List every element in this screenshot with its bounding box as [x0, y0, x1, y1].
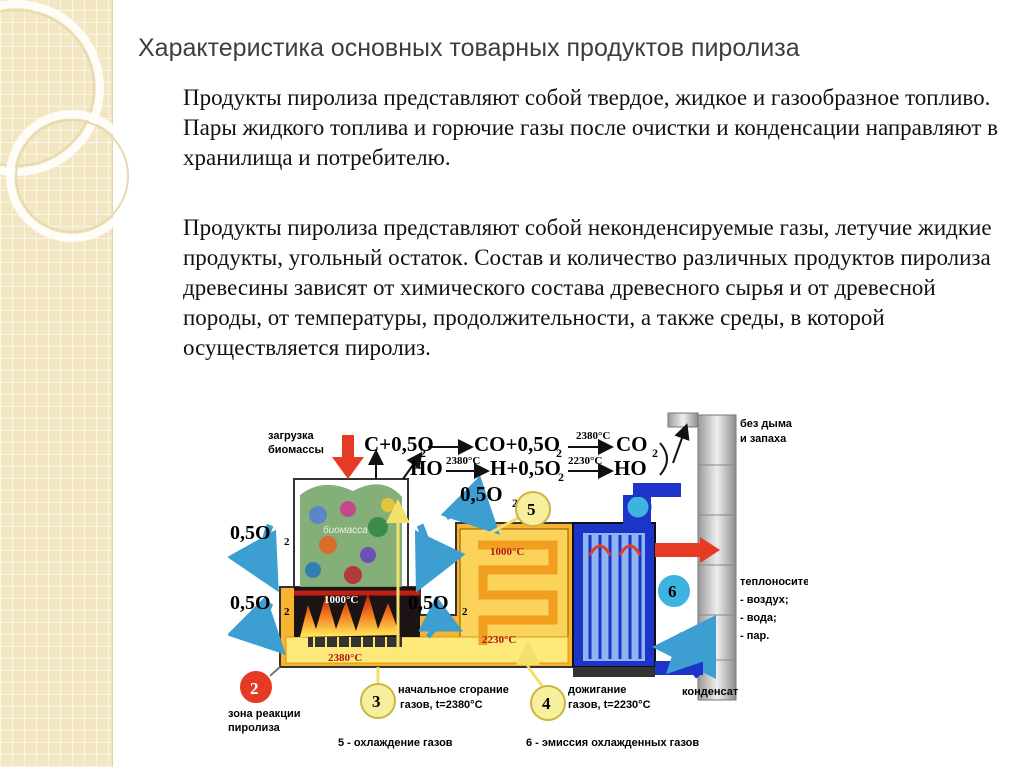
subscript-2: 2 [462, 606, 468, 618]
equation-ho2: HO [614, 456, 647, 480]
air-arrow-left-lower [228, 595, 286, 655]
zone-label: зона реакции [228, 708, 300, 720]
pyrolysis-diagram: биомасса [228, 412, 808, 749]
subscript-2: 2 [420, 446, 426, 460]
svg-text:5: 5 [527, 500, 536, 519]
air-arrow-left-upper [228, 523, 279, 593]
paragraph-2: Продукты пиролиза представляют собой нек… [183, 215, 992, 360]
afterburn-label: дожигание [568, 684, 626, 696]
heat-carrier-air: - воздух; [740, 594, 789, 606]
callout-6: 6 [656, 573, 692, 609]
loading-label-2: биомассы [268, 444, 324, 456]
afterburn-label-2: газов, t=2230°C [568, 699, 651, 711]
temp-label-2380-mid: 2380°C [446, 455, 480, 467]
fuel-hopper: биомасса [293, 478, 420, 647]
callout-2: 2 [238, 666, 281, 705]
equation-co2: CO [616, 432, 648, 456]
exhaust-arrow [672, 423, 690, 464]
oxygen-label-left-lower: 0,5O [230, 592, 271, 614]
heat-exchanger [572, 483, 720, 679]
svg-text:3: 3 [372, 692, 381, 711]
equation-oxygen: 0,5O [460, 482, 503, 506]
slide-title: Характеристика основных товарных продукт… [138, 34, 800, 62]
decorative-rings [0, 0, 130, 242]
initial-burn-label-2: газов, t=2380°C [400, 699, 483, 711]
subscript-2: 2 [556, 446, 562, 460]
no-smoke-label-2: и запаха [740, 433, 787, 445]
subscript-2: 2 [652, 446, 658, 460]
caption-5: 5 - охлаждение газов [338, 737, 453, 749]
temp-label-2230: 2230°C [482, 634, 516, 646]
zone-label-2: пиролиза [228, 722, 281, 734]
loading-label: загрузка [268, 430, 315, 442]
equation-c: C+0,5O [364, 432, 434, 456]
air-arrow-mid [418, 595, 463, 639]
callout-5: 5 [489, 491, 551, 535]
subscript-2: 2 [284, 536, 290, 548]
svg-text:6: 6 [668, 582, 677, 601]
caption-6: 6 - эмиссия охлажденных газов [526, 737, 699, 749]
condensate-label: конденсат [682, 686, 739, 698]
temp-label-1000-furnace: 1000°C [324, 594, 358, 606]
subscript-2: 2 [512, 496, 518, 510]
air-arrow-right-upper [414, 523, 466, 593]
temp-label-1000-chamber: 1000°C [490, 546, 524, 558]
heat-carrier-steam: - пар. [740, 630, 769, 642]
equation-ho: HO [410, 456, 443, 480]
oxygen-label-left-upper: 0,5O [230, 522, 271, 544]
equation-co: CO+0,5O [474, 432, 560, 456]
bed-label: биомасса [323, 524, 368, 536]
callout-3: 3 [360, 667, 396, 719]
temp-label-2230-mid: 2230°C [568, 455, 602, 467]
equation-h: H+0,5O [490, 456, 561, 480]
condensate-arrow [665, 631, 709, 679]
air-arrow-top [440, 475, 500, 535]
reaction-arrow-2 [402, 451, 423, 480]
heat-carrier-title: теплоноситель: [740, 576, 808, 588]
loading-arrow [332, 435, 364, 479]
svg-text:4: 4 [542, 694, 551, 713]
subscript-2: 2 [558, 470, 564, 484]
svg-text:2: 2 [250, 679, 259, 698]
temp-label-2380-top: 2380°C [576, 430, 610, 442]
paragraph-1: Продукты пиролиза представляют собой тве… [183, 85, 999, 170]
heat-carrier-water: - вода; [740, 612, 777, 624]
oxygen-label-right: 0,5O [408, 592, 449, 614]
initial-burn-label: начальное сгорание [398, 684, 509, 696]
temp-label-2380: 2380°C [328, 652, 362, 664]
callout-4: 4 [526, 666, 566, 721]
no-smoke-label: без дыма [740, 418, 793, 430]
subscript-2: 2 [284, 606, 290, 618]
